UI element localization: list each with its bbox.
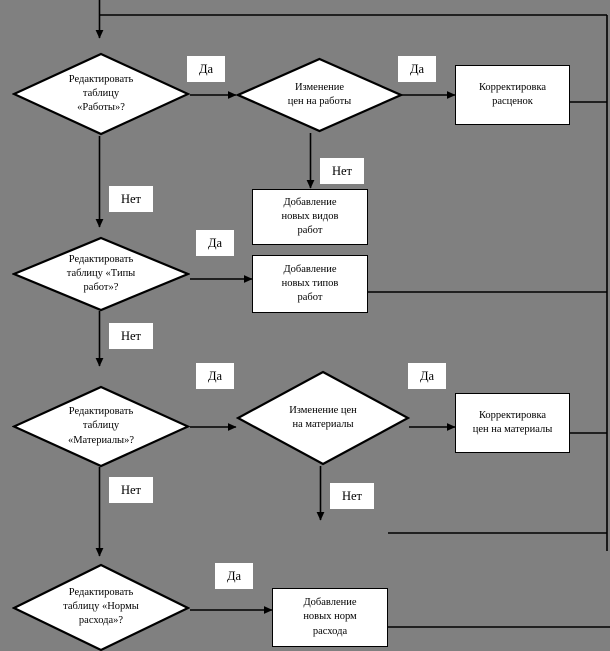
edge-label-yes-d4: Да xyxy=(196,363,234,389)
decision-line: на материалы xyxy=(292,419,354,430)
process-add-new-work-types[interactable]: Добавление новых типов работ xyxy=(252,255,368,313)
process-line: новых видов xyxy=(281,210,339,222)
process-line: Добавление xyxy=(303,597,357,609)
process-correct-material-prices[interactable]: Корректировка цен на материалы xyxy=(455,393,570,453)
decision-line: таблицу «Типы xyxy=(66,267,136,279)
process-line: расхода xyxy=(312,625,348,637)
decision-label: Редактировать таблицу «Материалы»? xyxy=(12,385,190,468)
decision-line: цен на работы xyxy=(287,96,352,107)
decision-edit-materials-table[interactable]: Редактировать таблицу «Материалы»? xyxy=(12,385,190,468)
edge-label-yes-d5: Да xyxy=(408,363,446,389)
process-line: расценок xyxy=(492,96,533,107)
decision-line: расхода»? xyxy=(78,615,124,627)
process-line: Корректировка xyxy=(478,81,547,93)
process-line: новых типов xyxy=(281,277,339,289)
decision-label: Изменение цен на работы xyxy=(236,57,403,133)
edge-label-yes-d2: Да xyxy=(398,56,436,82)
process-line: Добавление xyxy=(283,196,337,208)
edge-label-no-d3: Нет xyxy=(109,323,153,349)
edge-label-no-d5: Нет xyxy=(330,483,374,509)
process-correct-rates[interactable]: Корректировка расценок xyxy=(455,65,570,125)
edge-label-no-d1: Нет xyxy=(109,186,153,212)
edge-label-yes-d3: Да xyxy=(196,230,234,256)
decision-line: Редактировать xyxy=(68,406,134,418)
decision-label: Изменение цен на материалы xyxy=(236,370,410,466)
decision-line: Редактировать xyxy=(68,586,134,598)
decision-line: таблицу «Нормы xyxy=(63,600,139,612)
decision-line: «Материалы»? xyxy=(67,434,135,446)
edge-label-yes-d6: Да xyxy=(215,563,253,589)
decision-change-material-prices[interactable]: Изменение цен на материалы xyxy=(236,370,410,466)
process-add-new-work-kinds[interactable]: Добавление новых видов работ xyxy=(252,189,368,245)
decision-line: Изменение xyxy=(294,81,345,93)
process-add-new-consumption-norms[interactable]: Добавление новых норм расхода xyxy=(272,588,388,647)
decision-edit-works-table[interactable]: Редактировать таблицу «Работы»? xyxy=(12,52,190,136)
decision-change-work-prices[interactable]: Изменение цен на работы xyxy=(236,57,403,133)
process-line: работ xyxy=(297,225,323,237)
decision-line: таблицу xyxy=(82,87,120,99)
decision-label: Редактировать таблицу «Типы работ»? xyxy=(12,236,190,312)
decision-edit-work-types-table[interactable]: Редактировать таблицу «Типы работ»? xyxy=(12,236,190,312)
decision-line: Редактировать xyxy=(68,253,134,265)
decision-label: Редактировать таблицу «Нормы расхода»? xyxy=(12,563,190,651)
edge-label-no-d2: Нет xyxy=(320,158,364,184)
process-line: работ xyxy=(297,292,323,304)
decision-line: таблицу xyxy=(82,420,120,432)
decision-line: Редактировать xyxy=(68,73,134,85)
decision-line: работ»? xyxy=(83,282,119,294)
process-line: цен на материалы xyxy=(472,424,553,435)
decision-line: Изменение цен xyxy=(289,404,357,416)
decision-edit-consumption-norms-table[interactable]: Редактировать таблицу «Нормы расхода»? xyxy=(12,563,190,651)
process-line: новых норм xyxy=(303,611,357,623)
decision-line: «Работы»? xyxy=(77,102,125,114)
decision-label: Редактировать таблицу «Работы»? xyxy=(12,52,190,136)
edge-label-no-d4: Нет xyxy=(109,477,153,503)
process-line: Корректировка xyxy=(478,409,547,421)
process-line: Добавление xyxy=(283,263,337,275)
edge-label-yes-d1: Да xyxy=(187,56,225,82)
